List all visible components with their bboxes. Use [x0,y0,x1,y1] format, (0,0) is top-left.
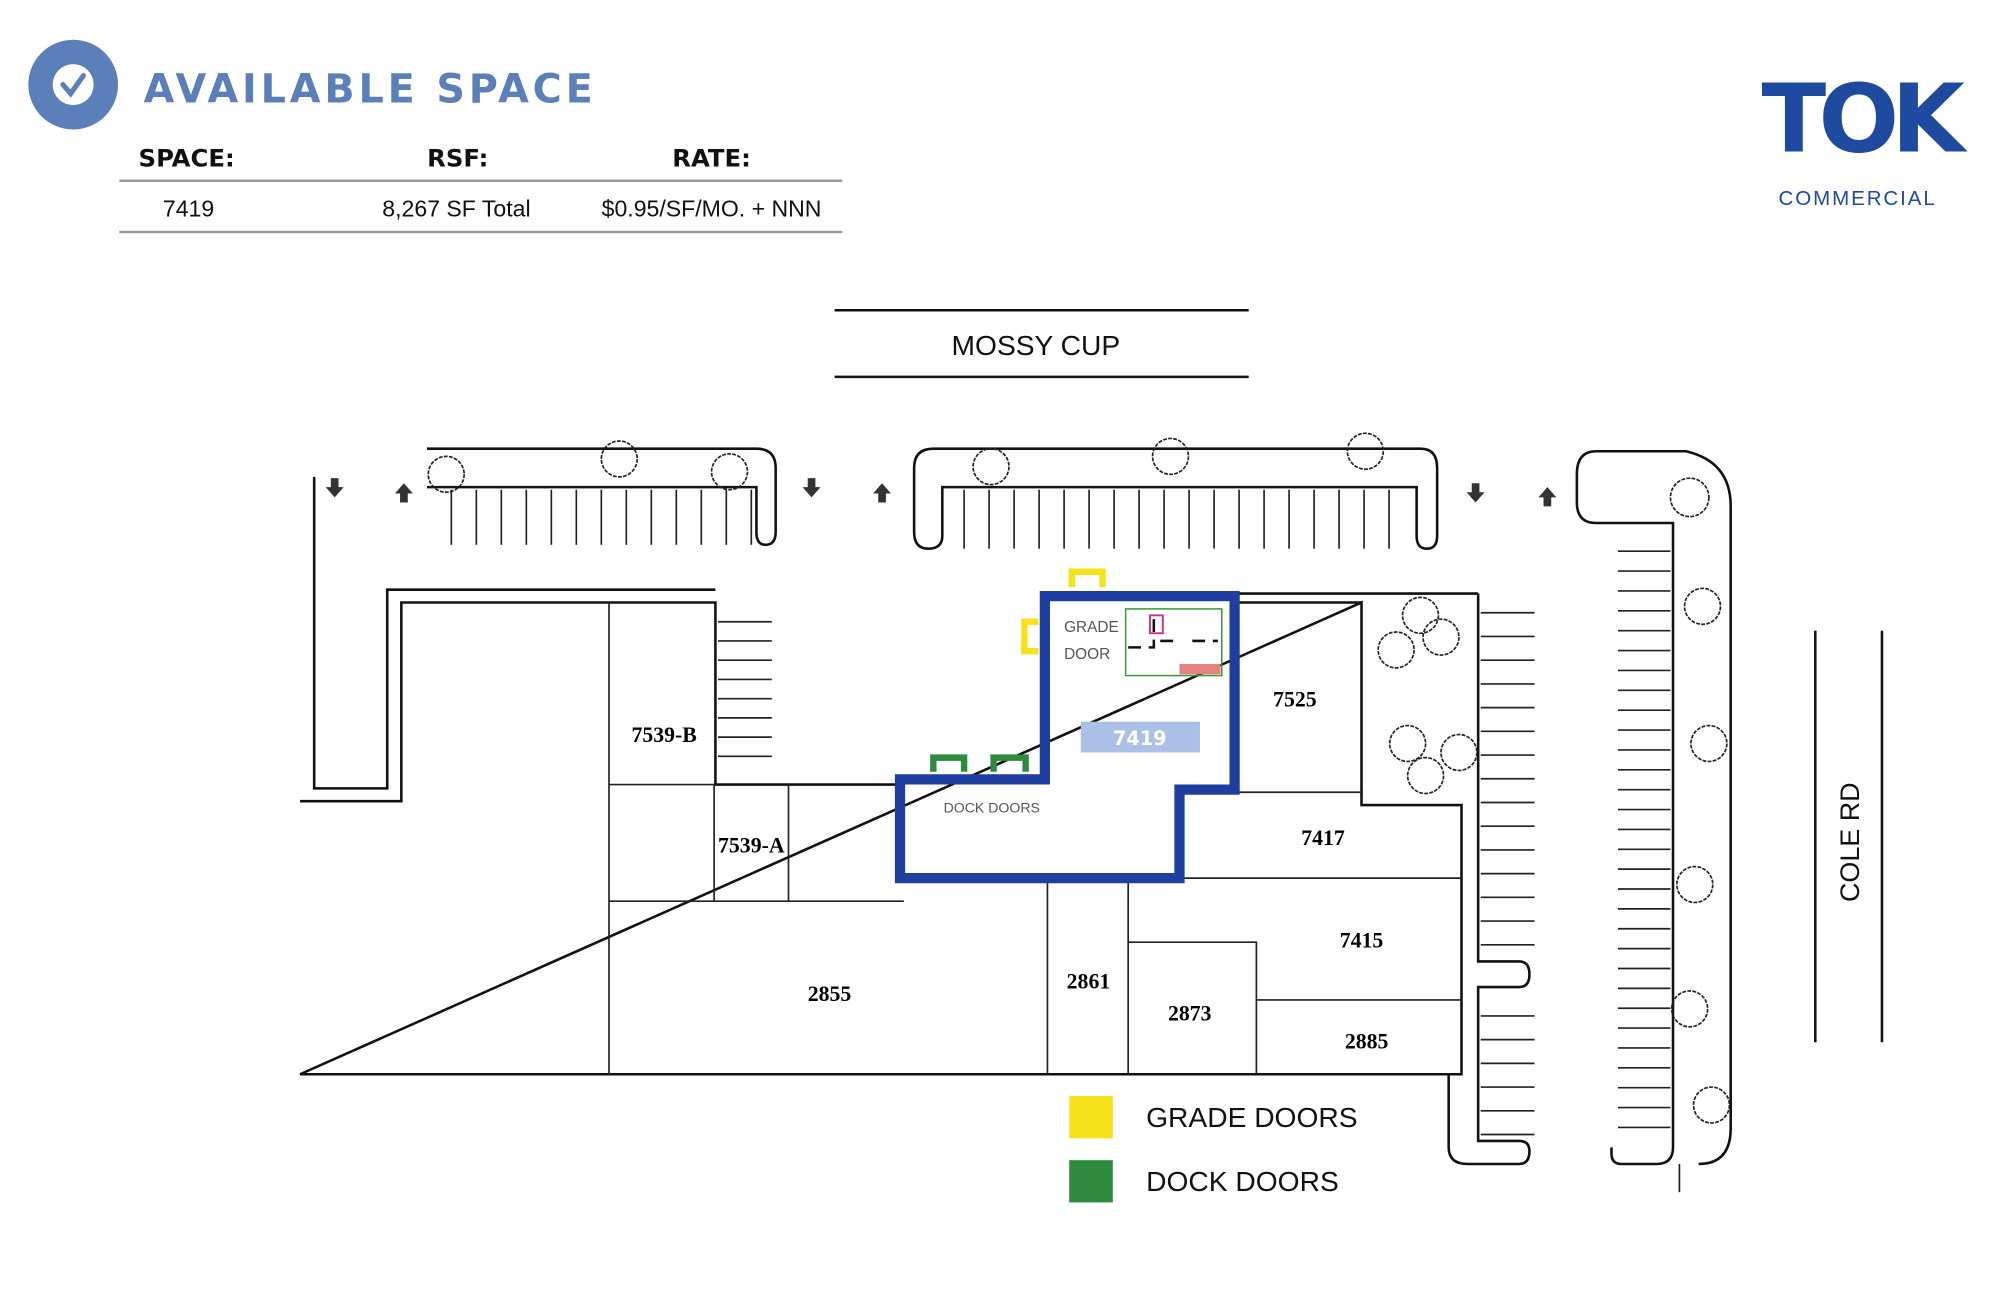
parking-lots [312,447,1732,1193]
tree-icon [1670,990,1709,1028]
tree-icon [710,452,749,491]
dock-doors-label: DOCK DOORS [944,800,1040,816]
tree-icon [600,440,639,478]
logo-sub: COMMERCIAL [1779,187,1937,210]
tree-icon [1346,432,1385,471]
tree-icon [1151,437,1190,476]
legend-label-grade: GRADE DOORS [1146,1101,1357,1133]
tree-icon [1440,733,1478,772]
arrow-down-icon [325,478,344,498]
tree-icon [1676,865,1714,904]
unit-label: 7415 [1340,928,1384,952]
cell-rsf: 8,267 SF Total [382,196,530,222]
legend-swatch-grade [1069,1096,1113,1139]
unit-7419-highlight[interactable] [894,590,1240,884]
tree-icon [1683,587,1722,626]
unit-7419-label: 7419 [1113,727,1167,750]
traffic-arrows [325,478,1557,507]
unit-label: 7539-A [718,833,785,857]
unit-label: 7525 [1273,687,1317,711]
tree-icon [427,455,465,494]
unit-label: 2885 [1345,1030,1389,1054]
unit-label: 2855 [808,982,852,1006]
arrow-down-icon [1466,483,1485,503]
unit-label: 2861 [1067,969,1111,993]
header-rsf: RSF: [427,144,488,173]
legend: GRADE DOORS DOCK DOORS [1069,1096,1358,1203]
dock-door-marker [930,754,1029,772]
arrow-down-icon [802,478,821,498]
cell-space: 7419 [163,196,214,222]
header-space: SPACE: [139,144,235,173]
arrow-up-icon [873,483,892,503]
legend-label-dock: DOCK DOORS [1146,1165,1339,1197]
office-detail [1124,608,1223,677]
grade-door-marker [1021,568,1106,655]
street-mossy-cup: MOSSY CUP [952,329,1121,361]
building-outline [299,592,1479,1076]
check-circle-icon [28,39,119,130]
arrow-up-icon [394,483,413,503]
street-cole-rd: COLE RD [1835,782,1865,902]
parking-stripes [450,489,1671,1136]
tree-icon [972,447,1010,486]
tree-icon [1692,1086,1731,1124]
grade-door-label: GRADE [1064,619,1119,636]
grade-door-label: DOOR [1064,646,1110,663]
unit-7419-badge [1080,721,1200,753]
tok-logo: TOK COMMERCIAL [1761,64,1976,210]
unit-label: 7417 [1301,826,1345,850]
arrow-up-icon [1538,487,1557,507]
unit-label: 7539-B [631,723,696,747]
header-rate: RATE: [672,144,751,173]
tree-icon [1422,618,1460,656]
tree-icon [1690,724,1728,763]
summary-table: SPACE: RSF: RATE: 7419 8,267 SF Total $0… [119,144,843,234]
page-title: AVAILABLE SPACE [144,67,597,113]
tree-icon [1401,596,1440,635]
tree-icon [1669,477,1710,518]
tree-icon [1388,724,1427,763]
tree-icon [1406,756,1445,795]
logo-main: TOK [1761,64,1968,174]
trees [427,432,1731,1124]
unit-label: 2873 [1168,1001,1212,1025]
cell-rate: $0.95/SF/MO. + NNN [602,196,822,222]
tree-icon [1377,631,1415,669]
legend-swatch-dock [1069,1160,1113,1203]
